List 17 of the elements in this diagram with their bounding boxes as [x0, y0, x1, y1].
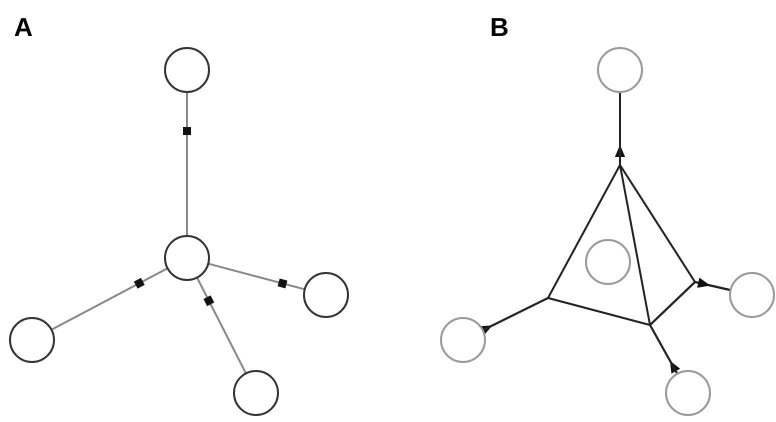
circle-node	[303, 272, 349, 318]
circle-node	[233, 370, 279, 416]
circle-node	[597, 47, 643, 93]
connector	[52, 268, 168, 330]
connector	[208, 262, 304, 290]
panel-label: A	[14, 14, 33, 40]
circle-node	[440, 317, 486, 363]
circle-node	[729, 272, 775, 318]
connector	[183, 93, 191, 235]
circle-node	[585, 239, 631, 285]
connector	[619, 93, 730, 291]
circle-node	[164, 235, 210, 281]
connector	[196, 278, 246, 373]
panel-label: B	[490, 14, 509, 40]
circle-node	[164, 47, 210, 93]
circle-node	[9, 317, 55, 363]
circle-node	[665, 370, 711, 416]
